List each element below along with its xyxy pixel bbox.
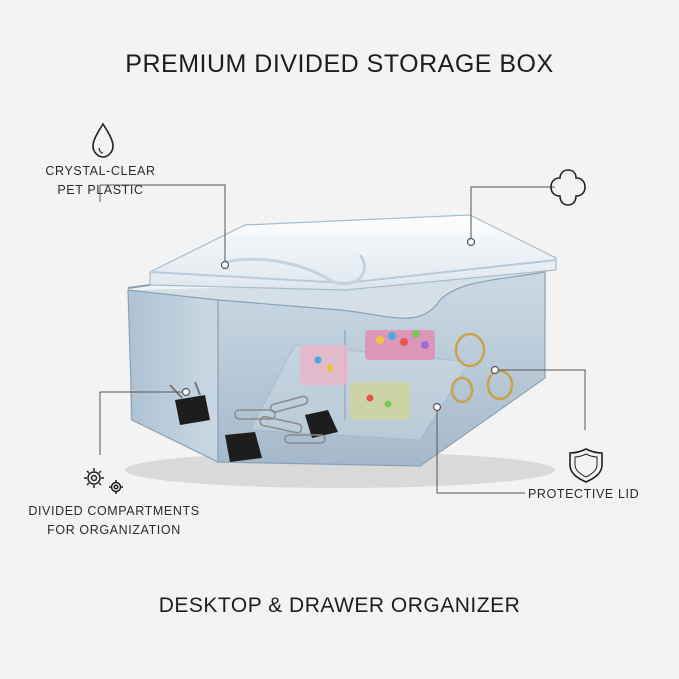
lid-hinge-bar [127, 284, 151, 289]
shield-icon [569, 448, 603, 483]
callout-divided-line2: FOR ORGANIZATION [47, 523, 181, 537]
gold-rings [450, 332, 514, 404]
box-front [217, 271, 546, 467]
page-subtitle: DESKTOP & DRAWER ORGANIZER [158, 594, 521, 617]
box-left-side [127, 289, 219, 463]
water-drop-icon [92, 122, 114, 158]
callout-lines [99, 184, 586, 494]
callout-divided-line1: DIVIDED COMPARTMENTS [28, 504, 200, 518]
callout-divided: DIVIDED COMPARTMENTS FOR ORGANIZATION [24, 502, 204, 540]
rounded-corner-icon [550, 169, 586, 206]
page-title: PREMIUM DIVIDED STORAGE BOX [125, 50, 554, 78]
paper-clips [234, 395, 326, 444]
callout-dots [181, 237, 500, 412]
lid-finger-groove [224, 254, 367, 286]
gears-icon [84, 468, 123, 494]
callout-clear-plastic: CRYSTAL-CLEAR PET PLASTIC [38, 162, 163, 200]
callout-protective-lid: PROTECTIVE LID [528, 487, 640, 501]
beads-fill [300, 330, 435, 420]
callout-clear-plastic-line1: CRYSTAL-CLEAR [45, 164, 156, 178]
